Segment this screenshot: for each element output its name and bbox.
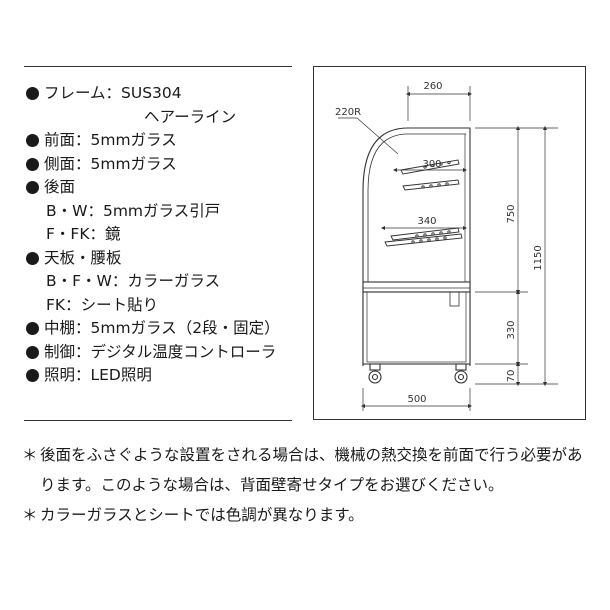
dim-shelf-upper: 300 <box>422 159 441 170</box>
bullet-icon <box>26 87 39 100</box>
dim-shelf-lower: 340 <box>417 216 436 227</box>
asterisk-mark: ＊ <box>22 506 38 524</box>
spec-frame-finish: ヘアーライン <box>144 107 237 126</box>
spec-item-rear: 後面 B・W：5mmガラス引戸 F・FK：鏡 <box>24 176 294 247</box>
spec-rear-label: 後面 <box>44 178 76 196</box>
dim-leg-height: 70 <box>506 370 517 383</box>
cabinet-outline <box>362 127 471 366</box>
bullet-icon <box>26 157 39 171</box>
note-color-difference: ＊ カラーガラスとシートでは色調が異なります。 <box>22 500 592 530</box>
bullet-icon <box>26 251 39 265</box>
base-cabinet <box>362 291 471 365</box>
note-rear-installation: ＊ 後面をふさぐような設置をされる場合は、機械の熱交換を前面で行う必要があります… <box>22 440 592 500</box>
spec-rear-ffk: F・FK：鏡 <box>46 225 121 243</box>
dim-radius: 220R <box>335 107 361 118</box>
shelf-lower-2 <box>384 233 463 247</box>
spec-top-panel-bfw: B・F・W：カラーガラス <box>46 272 221 290</box>
shelf-middle <box>402 179 460 191</box>
spec-bottom-rule <box>24 420 292 421</box>
spec-front-label: 前面：5mmガラス <box>44 131 177 149</box>
note-text: 後面をふさぐような設置をされる場合は、機械の熱交換を前面で行う必要があります。こ… <box>40 446 583 494</box>
bullet-icon <box>26 181 39 194</box>
spec-top-panel-label: 天板・腰板 <box>44 248 122 267</box>
spec-item-control: 制御：デジタル温度コントローラ <box>24 341 294 365</box>
spec-item-shelf: 中棚：5mmガラス（2段・固定） <box>24 317 294 341</box>
spec-item-top-panel: 天板・腰板 B・F・W：カラーガラス FK：シート貼り <box>24 247 294 318</box>
asterisk-mark: ＊ <box>22 446 38 464</box>
cabinet-inner-curve <box>367 133 466 288</box>
bullet-icon <box>26 322 39 335</box>
spec-item-front: 前面：5mmガラス <box>24 129 294 153</box>
bullet-icon <box>26 369 39 382</box>
spec-shelf-label: 中棚：5mmガラス（2段・固定） <box>44 319 280 337</box>
showcase-side-diagram: 260 220R 300 340 750 1150 330 70 500 <box>335 81 558 411</box>
diagram-frame <box>313 66 586 420</box>
spec-side-label: 側面：5mmガラス <box>44 154 177 173</box>
spec-control-label: 制御：デジタル温度コントローラ <box>44 342 277 361</box>
spec-item-lighting: 照明：LED照明 <box>24 364 294 388</box>
counter-slab <box>362 281 471 293</box>
dim-width: 500 <box>407 394 426 405</box>
dim-total-height: 1150 <box>533 245 544 270</box>
spec-rear-bw: B・W：5mmガラス引戸 <box>46 201 221 220</box>
note-text: カラーガラスとシートでは色調が異なります。 <box>40 506 364 524</box>
spec-lighting-label: 照明：LED照明 <box>44 366 152 384</box>
spec-item-frame: フレーム：SUS304 ヘアーライン <box>24 82 294 129</box>
dim-upper-height: 750 <box>506 204 517 223</box>
spec-frame-label: フレーム：SUS304 <box>44 84 182 102</box>
caster-front <box>368 363 382 384</box>
bullet-icon <box>26 345 39 359</box>
caster-rear <box>454 363 468 384</box>
spec-top-rule <box>24 66 292 67</box>
dim-top-depth: 260 <box>423 81 442 92</box>
spec-item-side: 側面：5mmガラス <box>24 153 294 177</box>
notes-list: ＊ 後面をふさぐような設置をされる場合は、機械の熱交換を前面で行う必要があります… <box>22 440 592 530</box>
spec-list: フレーム：SUS304 ヘアーライン 前面：5mmガラス 側面：5mmガラス 後… <box>24 82 294 388</box>
dim-base-height: 330 <box>506 320 517 339</box>
shelf-lower-1 <box>390 227 460 241</box>
spec-top-panel-fk: FK：シート貼り <box>46 295 159 314</box>
bullet-icon <box>26 134 39 147</box>
